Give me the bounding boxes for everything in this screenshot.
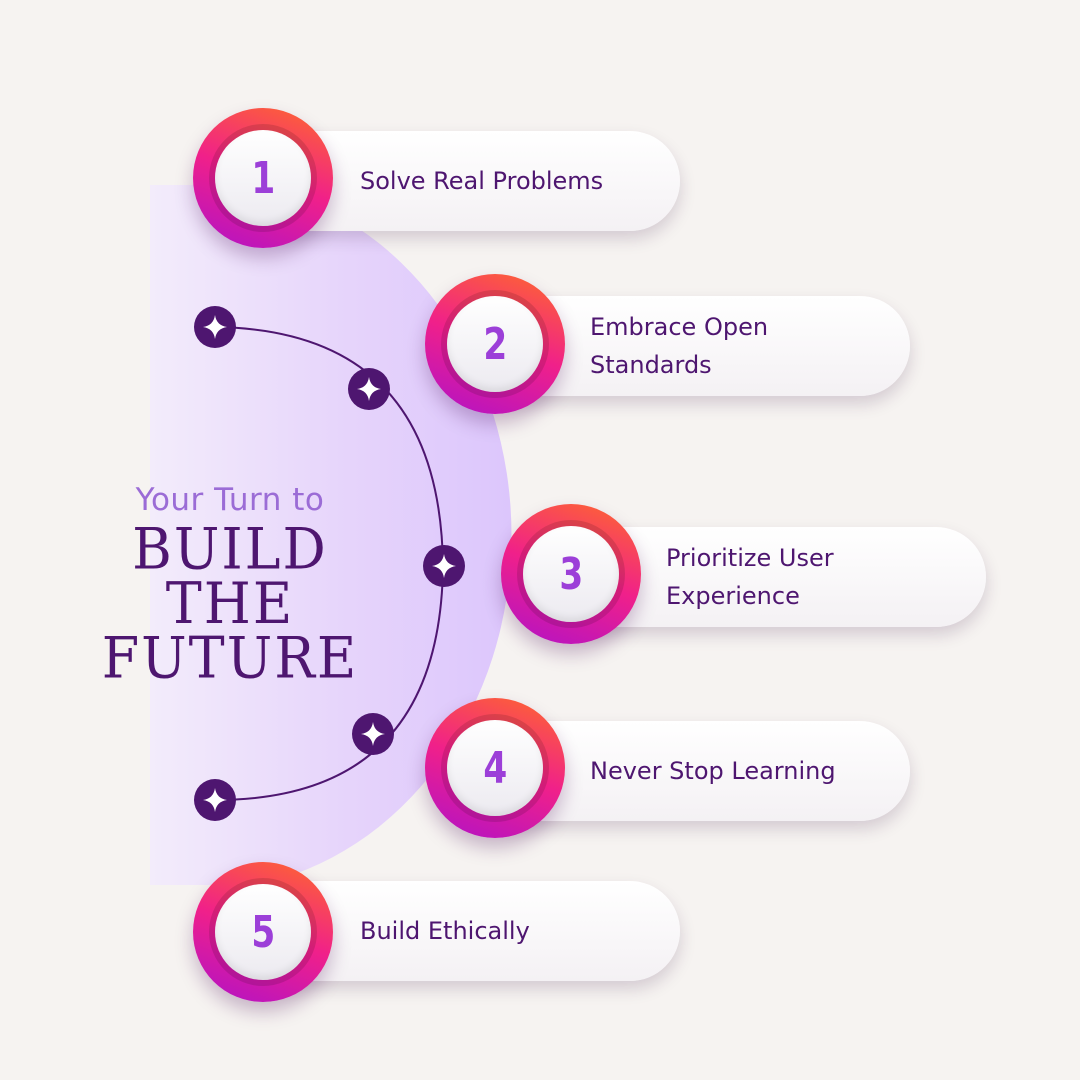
step-2-badge: 2 bbox=[425, 274, 565, 414]
four-point-sparkle-icon bbox=[203, 788, 227, 812]
step-4-number: 4 bbox=[483, 742, 507, 794]
step-5-label: Build Ethically bbox=[360, 917, 530, 945]
step-2-label: Embrace Open Standards bbox=[590, 313, 769, 379]
step-1-number: 1 bbox=[251, 152, 275, 204]
step-3-number: 3 bbox=[559, 548, 583, 600]
step-1-label: Solve Real Problems bbox=[360, 167, 604, 195]
sparkle-node-4 bbox=[352, 713, 394, 755]
four-point-sparkle-icon bbox=[361, 722, 385, 746]
four-point-sparkle-icon bbox=[203, 315, 227, 339]
step-3-badge: 3 bbox=[501, 504, 641, 644]
step-5-badge: 5 bbox=[193, 862, 333, 1002]
lavender-half-circle-panel bbox=[150, 185, 512, 965]
heading-subtitle: Your Turn to bbox=[135, 482, 325, 518]
sparkle-node-3 bbox=[423, 545, 465, 587]
heading-title: BUILD THE FUTURE bbox=[60, 515, 400, 692]
four-point-sparkle-icon bbox=[357, 377, 381, 401]
heading-title-line-1: BUILD THE bbox=[132, 515, 328, 637]
heading-title-line-2: FUTURE bbox=[101, 625, 359, 692]
sparkle-node-2 bbox=[348, 368, 390, 410]
step-3-label: Prioritize User Experience bbox=[666, 544, 834, 610]
sparkle-node-5 bbox=[194, 779, 236, 821]
step-5-number: 5 bbox=[251, 906, 275, 958]
heading: Your Turn to BUILD THE FUTURE bbox=[60, 482, 400, 686]
sparkle-node-1 bbox=[194, 306, 236, 348]
four-point-sparkle-icon bbox=[432, 554, 456, 578]
step-1-badge: 1 bbox=[193, 108, 333, 248]
step-2-number: 2 bbox=[483, 318, 507, 370]
step-4-label: Never Stop Learning bbox=[590, 757, 836, 785]
step-4-badge: 4 bbox=[425, 698, 565, 838]
